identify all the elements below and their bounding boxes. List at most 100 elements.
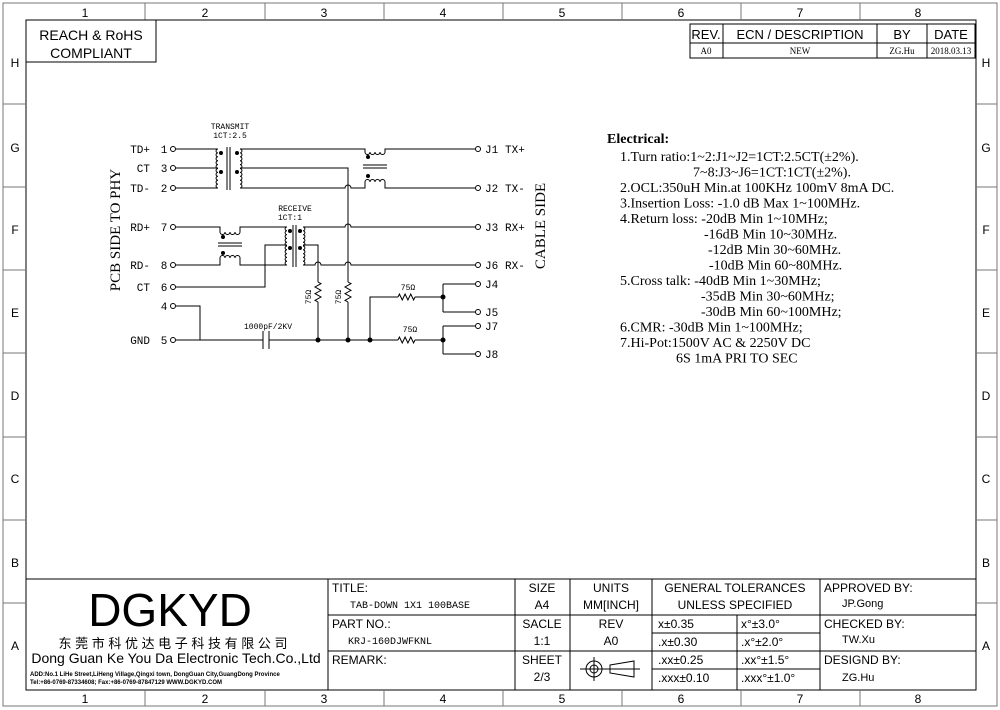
approved-label: APPROVED BY: [824, 581, 913, 595]
row-marker: H [11, 56, 20, 70]
electrical-spec-line: 2.OCL:350uH Min.at 100KHz 100mV 8mA DC. [620, 181, 894, 196]
polarity-dot [221, 235, 225, 239]
electrical-spec-line: 6.CMR: -30dB Min 1~100MHz; [620, 321, 803, 336]
part-label: PART NO.: [332, 617, 391, 631]
polarity-dot [219, 151, 223, 155]
pin-name: RX+ [505, 223, 525, 235]
resistor-icon [313, 281, 323, 303]
sheet-label: SHEET [522, 653, 563, 667]
column-marker: 4 [440, 692, 447, 706]
column-marker: 6 [678, 6, 685, 20]
revision-block: REV. ECN / DESCRIPTION BY DATE A0 NEW ZG… [689, 23, 976, 59]
electrical-spec-line: -16dB Min 10~30MHz. [704, 228, 837, 243]
designed-label: DESIGND BY: [824, 653, 901, 667]
polarity-dot [298, 246, 302, 250]
choke-coil-icon [364, 151, 386, 155]
row-marker: H [982, 56, 991, 70]
electrical-notes: Electrical: 1.Turn ratio:1~2:J1~J2=1CT:2… [607, 132, 894, 367]
compliance-line1: REACH & RoHS [39, 27, 142, 43]
resistor-icon [397, 335, 416, 345]
polarity-dot [221, 251, 225, 255]
transformer-coil-icon [302, 226, 306, 266]
size-label: SIZE [529, 581, 556, 595]
tolerances-title: GENERAL TOLERANCES [664, 581, 805, 595]
part-value: KRJ-160DJWFKNL [348, 637, 432, 648]
column-marker: 5 [559, 6, 566, 20]
row-marker: D [11, 389, 20, 403]
pin-name: CT [137, 283, 151, 295]
column-marker: 8 [915, 6, 922, 20]
row-marker: A [11, 639, 19, 653]
compliance-box: REACH & RoHS COMPLIANT [25, 19, 157, 63]
linear-tolerance: .xxx±0.10 [658, 671, 710, 685]
pin-number: J2 [485, 184, 498, 196]
pin-number: 3 [161, 164, 168, 176]
row-marker: B [11, 556, 19, 570]
resistor-label: 75Ω [335, 290, 344, 305]
row-marker: F [11, 223, 18, 237]
sheet-value: 2/3 [534, 670, 551, 684]
pin-terminal [170, 284, 176, 290]
electrical-title: Electrical: [607, 132, 669, 147]
linear-tolerance: .xx±0.25 [658, 653, 704, 667]
schematic: PCB SIDE TO PHY CABLE SIDE TRANSMIT 1CT:… [108, 123, 549, 362]
units-value: MM[INCH] [583, 598, 639, 612]
wiring [176, 148, 475, 355]
pin-terminal [170, 185, 176, 191]
company-logo: DGKYD [88, 584, 252, 636]
pin-number: J3 [485, 223, 498, 235]
angular-tolerance: .x°±2.0° [741, 635, 783, 649]
company-name-en: Dong Guan Ke You Da Electronic Tech.Co.,… [31, 650, 320, 666]
pin-number: J4 [485, 280, 499, 292]
title-label: TITLE: [332, 581, 368, 595]
pin-name: CT [137, 164, 151, 176]
capacitor-label: 1000pF/2KV [244, 323, 292, 332]
electrical-spec-line: 3.Insertion Loss: -1.0 dB Max 1~100MHz. [620, 197, 860, 212]
column-marker: 1 [82, 6, 89, 20]
pin-name: TX+ [505, 145, 525, 157]
row-marker: C [982, 472, 991, 486]
pin-number: J6 [485, 261, 498, 273]
pin-terminal [170, 262, 176, 268]
row-marker: A [982, 639, 990, 653]
angular-tolerance: .xxx°±1.0° [741, 671, 795, 685]
company-name-cn: 东 莞 市 科 优 达 电 子 科 技 有 限 公 司 [59, 636, 288, 651]
tolerances-subtitle: UNLESS SPECIFIED [678, 598, 793, 612]
transformer-coil-icon [239, 148, 243, 189]
date-value: 2018.03.13 [931, 46, 972, 56]
polarity-dot [298, 229, 302, 233]
polarity-dot [235, 170, 239, 174]
rev-label: REV [599, 617, 624, 631]
linear-tolerance: x±0.35 [658, 617, 694, 631]
pin-terminal [475, 262, 481, 268]
by-header: BY [893, 27, 911, 42]
pin-number: 4 [161, 302, 168, 314]
transformer-coil-icon [284, 226, 288, 266]
pin-terminal [170, 303, 176, 309]
rev-header: REV. [691, 27, 720, 42]
electrical-spec-line: 4.Return loss: -20dB Min 1~10MHz; [620, 212, 828, 227]
pin-number: 2 [161, 184, 168, 196]
scale-value: 1:1 [534, 634, 551, 648]
polarity-dot [235, 151, 239, 155]
column-marker: 6 [678, 692, 685, 706]
electrical-spec-line: 5.Cross talk: -40dB Min 1~30MHz; [620, 274, 821, 289]
title-value: TAB-DOWN 1X1 100BASE [350, 601, 470, 612]
title-block: DGKYD 东 莞 市 科 优 达 电 子 科 技 有 限 公 司 Dong G… [26, 578, 976, 690]
electrical-spec-line: -30dB Min 60~100MHz; [701, 305, 842, 320]
row-marker: G [981, 141, 990, 155]
pin-name: RX- [505, 261, 525, 273]
column-marker: 2 [202, 692, 209, 706]
electrical-spec-line: -10dB Min 60~80MHz. [709, 259, 842, 274]
pin-number: 5 [161, 336, 168, 348]
pin-terminal [475, 224, 481, 230]
pin-number: J7 [485, 322, 498, 334]
rev-value: A0 [701, 46, 712, 56]
electrical-spec-line: 1.Turn ratio:1~2:J1~J2=1CT:2.5CT(±2%). [620, 150, 859, 165]
pin-number: 8 [161, 261, 168, 273]
pin-number: J5 [485, 308, 498, 320]
transmit-ratio: 1CT:2.5 [213, 132, 247, 141]
polarity-dot [219, 170, 223, 174]
pcb-side-label: PCB SIDE TO PHY [108, 169, 124, 292]
